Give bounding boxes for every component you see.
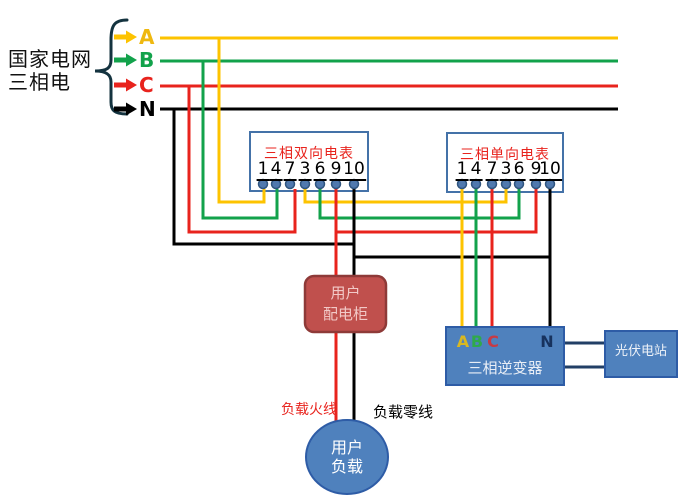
inverter-phase-c-label: C: [487, 332, 499, 351]
load-line2: 负载: [330, 457, 363, 476]
meter1-terminal-1: 1: [256, 159, 270, 181]
grid-source-line1: 国家电网: [8, 47, 92, 71]
meter2-terminal-4: 4: [469, 159, 483, 181]
distribution-cabinet-box: [303, 274, 388, 334]
pv-station-box: [604, 330, 678, 378]
arrow-neutral-icon: [114, 102, 137, 116]
distribution-cabinet-label: 用户 配电柜: [305, 283, 386, 325]
wire-c-to-meter1-t7: [187, 86, 297, 234]
wire-b-to-meter1-t4: [201, 61, 279, 220]
wire-meter1-t9-meter2-t9: [336, 189, 538, 234]
load-live-wire-label: 负载火线: [281, 402, 337, 418]
wire-meter1-t6-meter2-t6: [318, 189, 521, 220]
load-neutral-wire-label: 负载零线: [373, 403, 434, 421]
phase-b-label: B: [139, 48, 155, 72]
arrow-phase-a-icon: [114, 30, 137, 44]
meter1-terminal-9: 9: [329, 159, 343, 181]
meter1-terminal-dots: [257, 178, 360, 190]
load-line1: 用户: [330, 438, 363, 457]
meter1-terminal-4: 4: [269, 159, 283, 181]
arrow-phase-c-icon: [114, 78, 137, 92]
meter1-terminal-6: 6: [313, 159, 327, 181]
meter2-terminal-1: 1: [455, 159, 469, 181]
grid-source-line2: 三相电: [8, 70, 71, 94]
brace-icon: [94, 18, 129, 116]
wire-meter1-t3-meter2-t3: [303, 189, 508, 204]
wire-a-to-meter1-t1: [217, 38, 266, 204]
inverter-box: [445, 326, 565, 386]
inverter-title: 三相逆变器: [467, 359, 543, 377]
phase-a-label: A: [139, 25, 155, 49]
meter1-terminal-10: 10: [342, 159, 366, 181]
user-load-circle: [305, 419, 389, 495]
arrow-phase-b-icon: [114, 53, 137, 67]
meter2-title: 三相单向电表: [460, 147, 550, 163]
wire-n-to-meter1-t10: [172, 109, 354, 246]
inverter-phase-n-label: N: [540, 332, 554, 351]
meter2-terminal-7: 7: [485, 159, 499, 181]
cabinet-line2: 配电柜: [322, 305, 368, 323]
cabinet-line1: 用户: [330, 284, 361, 302]
meter2-terminal-10: 10: [538, 159, 562, 181]
phase-n-label: N: [139, 97, 156, 121]
meter1-terminal-3: 3: [298, 159, 312, 181]
phase-c-label: C: [139, 73, 154, 97]
grid-source-label: 国家电网 三相电: [8, 48, 92, 94]
inverter-phase-a-label: A: [456, 332, 470, 351]
meter2-terminal-6: 6: [512, 159, 526, 181]
meter2-terminal-dots: [456, 178, 556, 190]
pv-station-label: 光伏电站: [614, 344, 667, 359]
inverter-phase-b-label: B: [470, 332, 484, 351]
meter2-terminal-3: 3: [499, 159, 513, 181]
user-load-label: 用户 负载: [306, 438, 388, 476]
meter2-terminal-9: 9: [529, 159, 543, 181]
meter1-terminal-7: 7: [283, 159, 297, 181]
meter1-title: 三相双向电表: [264, 146, 354, 162]
